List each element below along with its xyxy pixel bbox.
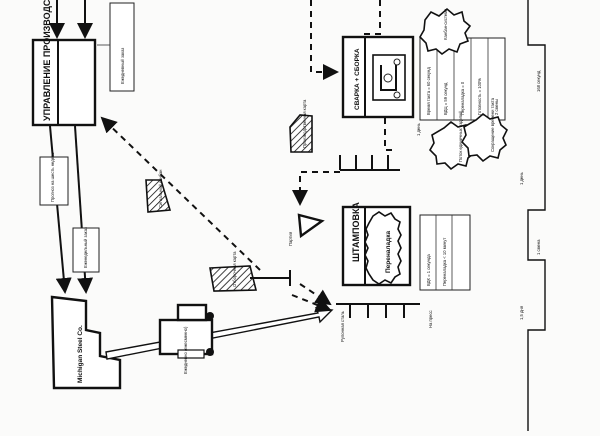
truck-label: Ежедневно (ежесменно)	[183, 326, 188, 374]
supplier-name: Michigan Steel Co.	[77, 325, 84, 383]
timeline: 1,5 дня 1 смена 1 день 1 день 168 секунд	[416, 0, 546, 431]
schedule-to-welding-arrow	[310, 0, 339, 80]
welding-title: СВАРКА + СБОРКА	[354, 48, 361, 110]
production-kanban-label: Производственная карта	[302, 99, 307, 148]
stamping-data-box: ВДК = 1 секунда Переналадка < 10 минут	[419, 214, 471, 291]
daily-order-box: Ежедневный заказ	[97, 2, 135, 92]
withdrawal-kanban: Отборочная карта	[209, 251, 258, 292]
forecast-label: Прогноз на шесть недель	[50, 152, 55, 202]
weekly-order-box: Еженедельный заказ	[72, 227, 100, 273]
daily-order-label: Ежедневный заказ	[120, 48, 125, 84]
robot-icon	[372, 54, 406, 101]
batch-triangle: Партия	[288, 213, 325, 246]
batch-label: Партия	[288, 232, 293, 246]
forecast-arrow	[49, 125, 72, 294]
stamping-title: ШТАМПОВКА	[351, 202, 361, 262]
welding-cell-0: Время такта = 60 секунд	[426, 67, 431, 115]
signal-kanban-top: Сигнальный канбан	[145, 169, 172, 213]
kanban-return-arrow	[384, 118, 395, 151]
process-time-total: 168 секунд	[536, 70, 541, 92]
coil-supermarket	[336, 303, 420, 318]
signal-kanban-label: Сигнальный канбан	[158, 169, 163, 208]
welding-cell-2: Переналадка = 0	[460, 81, 465, 115]
shipment-arrow	[105, 307, 334, 360]
kaizen-burst-top: Канбан-система	[419, 7, 472, 56]
welding-top-arrow	[364, 0, 381, 40]
stamping-cell-0: ВДК = 1 секунда	[426, 254, 431, 286]
truck-icon	[158, 303, 214, 359]
withdrawal-kanban-label: Отборочная карта	[232, 251, 237, 287]
kaizen-burst-stamping: Переналадка	[364, 211, 402, 285]
forecast-box: Прогноз на шесть недель	[39, 152, 69, 206]
welding-cell-3: Готовность = 100%	[477, 78, 482, 115]
production-kanban: Производственная карта	[289, 99, 313, 153]
production-control-box: УПРАВЛЕНИЕ ПРОИЗВОДСТВОМ	[31, 0, 97, 127]
kaizen-burst-label-2: Сокращение времени такта	[490, 97, 495, 152]
lead-time-3: 1 день	[416, 122, 421, 136]
weekly-order-label: Еженедельный заказ	[83, 227, 88, 268]
welding-cell-4: 2 смены	[494, 99, 499, 115]
kaizen-burst-label-1: Поток единичных изделий	[458, 111, 463, 162]
welding-cell-1: ВДЦ = 59 секунд	[443, 82, 448, 115]
stamping-kaizen-label: Переналадка	[385, 230, 392, 273]
intermediate-supermarket	[339, 155, 400, 171]
lead-time-1: 1 смена	[536, 239, 541, 255]
coils-label: Рулонная сталь	[340, 310, 345, 342]
kaizen-burst-label-0: Канбан-система	[443, 8, 448, 40]
lead-time-2: 1 день	[519, 171, 524, 185]
coil-stock-label: На пресс	[428, 310, 433, 328]
pull-signal-arrow	[100, 116, 261, 271]
supplier-factory: Michigan Steel Co.	[50, 295, 122, 390]
production-control-title: УПРАВЛЕНИЕ ПРОИЗВОДСТВОМ	[42, 0, 52, 121]
stamping-cell-1: Переналадка < 10 минут	[442, 238, 447, 286]
lead-time-0: 1,5 дня	[519, 306, 524, 320]
kaizen-burst-right: Сокращение времени такта	[461, 97, 508, 163]
